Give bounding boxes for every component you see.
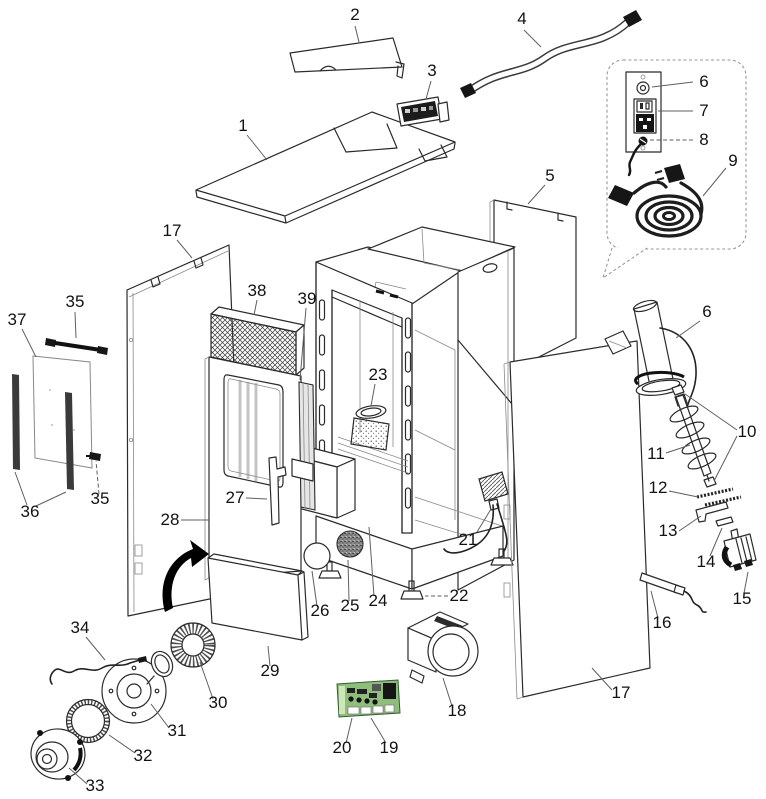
callout-1-label: 1 bbox=[238, 116, 247, 135]
callout-17-left-label: 17 bbox=[163, 221, 182, 240]
part-exhaust-gasket bbox=[170, 622, 216, 668]
callout-20-label: 20 bbox=[333, 738, 352, 757]
callout-34-label: 34 bbox=[71, 618, 90, 637]
part-flexible-hose bbox=[460, 10, 642, 98]
callout-labels: 2 4 3 6 7 8 9 1 5 17 38 39 35 37 6 23 10… bbox=[8, 5, 757, 795]
callout-33-label: 33 bbox=[86, 776, 105, 795]
part-thermocouple-wire bbox=[49, 656, 147, 685]
callout-39-label: 39 bbox=[298, 289, 317, 308]
callout-6b-label: 6 bbox=[702, 302, 711, 321]
direction-arrow bbox=[162, 540, 209, 612]
part-gear-motor bbox=[721, 528, 757, 571]
callout-17-right-label: 17 bbox=[612, 683, 631, 702]
part-round-gasket bbox=[336, 530, 364, 558]
part-fan-housing bbox=[101, 650, 174, 724]
part-wiring-connector bbox=[443, 471, 509, 554]
callout-22-label: 22 bbox=[450, 586, 469, 605]
part-convection-blower bbox=[407, 611, 479, 684]
part-power-inlet-switch bbox=[633, 98, 657, 134]
part-gasket-strips bbox=[696, 487, 742, 507]
callout-11-label: 11 bbox=[647, 444, 665, 463]
callout-38-label: 38 bbox=[248, 281, 267, 300]
part-ring-gasket bbox=[65, 698, 111, 744]
callout-14-label: 14 bbox=[697, 552, 716, 571]
callout-26-label: 26 bbox=[311, 601, 330, 620]
part-door bbox=[204, 356, 302, 581]
callout-30-label: 30 bbox=[209, 693, 228, 712]
callout-21-label: 21 bbox=[459, 530, 478, 549]
part-thermostat-button bbox=[636, 81, 650, 95]
callout-5-label: 5 bbox=[545, 166, 554, 185]
callout-31-label: 31 bbox=[168, 721, 187, 740]
callout-8-label: 8 bbox=[699, 130, 708, 149]
callout-15-label: 15 bbox=[733, 589, 752, 608]
callout-3-label: 3 bbox=[427, 61, 436, 80]
part-glass bbox=[32, 355, 93, 469]
callout-4-label: 4 bbox=[517, 9, 526, 28]
part-glass-gasket-clips bbox=[45, 338, 108, 461]
callout-35-bottom-label: 35 bbox=[91, 489, 110, 508]
callout-24-label: 24 bbox=[369, 591, 388, 610]
part-auger-assembly bbox=[669, 384, 717, 488]
part-ground-screw bbox=[627, 136, 648, 177]
callout-35-top-label: 35 bbox=[66, 292, 85, 311]
part-display-panel bbox=[396, 96, 450, 127]
callout-23-label: 23 bbox=[369, 365, 388, 384]
callout-7-label: 7 bbox=[699, 101, 708, 120]
part-bracket bbox=[695, 501, 729, 523]
callout-27-label: 27 bbox=[226, 488, 245, 507]
part-glass-side-strips bbox=[12, 374, 74, 490]
part-side-panel-right bbox=[503, 340, 651, 700]
part-circuit-board bbox=[336, 679, 401, 718]
part-pad bbox=[715, 516, 734, 527]
part-round-cover bbox=[303, 542, 331, 570]
callout-19-label: 19 bbox=[380, 738, 399, 757]
callout-28-label: 28 bbox=[161, 510, 180, 529]
callout-16-label: 16 bbox=[653, 613, 672, 632]
callout-25-label: 25 bbox=[341, 596, 360, 615]
part-grille bbox=[210, 306, 305, 376]
callout-13-label: 13 bbox=[659, 521, 678, 540]
part-exhaust-motor bbox=[30, 728, 86, 781]
callout-9-label: 9 bbox=[728, 151, 737, 170]
part-igniter bbox=[639, 572, 707, 613]
part-burn-pot bbox=[350, 405, 390, 451]
callout-10-label: 10 bbox=[738, 422, 757, 441]
callout-36-label: 36 bbox=[21, 502, 40, 521]
inset-control-panel bbox=[602, 59, 747, 280]
part-lower-panel bbox=[207, 553, 309, 641]
callout-32-label: 32 bbox=[134, 746, 153, 765]
callout-18-label: 18 bbox=[448, 701, 467, 720]
callout-2-label: 2 bbox=[350, 5, 359, 24]
callout-6-label: 6 bbox=[699, 72, 708, 91]
part-leveling-foot bbox=[318, 548, 514, 600]
part-feed-tube bbox=[604, 299, 697, 409]
callout-37-label: 37 bbox=[8, 310, 27, 329]
part-door-frame bbox=[291, 381, 316, 511]
part-handle bbox=[268, 456, 287, 526]
part-hopper-lid bbox=[289, 37, 405, 79]
part-top-plate bbox=[195, 111, 456, 224]
leader-lines bbox=[14, 25, 749, 785]
callout-29-label: 29 bbox=[261, 661, 280, 680]
callout-12-label: 12 bbox=[649, 478, 668, 497]
part-power-cord bbox=[608, 164, 704, 238]
